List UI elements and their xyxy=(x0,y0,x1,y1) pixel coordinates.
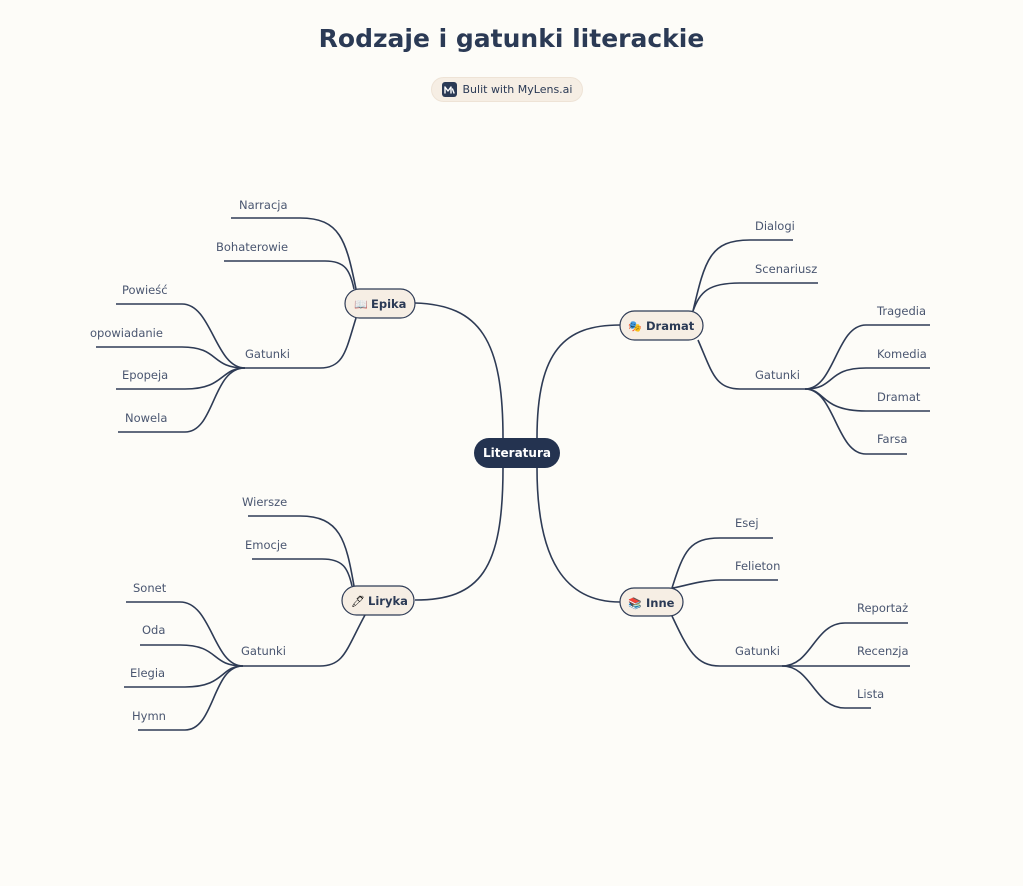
edge-center-dramat xyxy=(536,324,621,439)
leaf-reportaz: Reportaż xyxy=(857,601,908,615)
branch-label-liryka: Liryka xyxy=(368,594,408,608)
leaf-wiersze: Wiersze xyxy=(242,495,287,509)
center-label: Literatura xyxy=(483,446,551,460)
inne-edges xyxy=(671,537,910,709)
group-label-epika: Gatunki xyxy=(245,347,290,361)
leaf-narracja: Narracja xyxy=(239,198,288,212)
branch-label-dramat: Dramat xyxy=(646,319,695,333)
leaf-recenzja: Recenzja xyxy=(857,644,909,658)
leaf-scenariusz: Scenariusz xyxy=(755,262,817,276)
branch-node-dramat[interactable]: 🎭 Dramat xyxy=(619,310,704,341)
leaf-dramat: Dramat xyxy=(877,390,921,404)
branch-label-epika: Epika xyxy=(371,297,406,311)
leaf-hymn: Hymn xyxy=(132,709,166,723)
leaf-emocje: Emocje xyxy=(245,538,287,552)
page-title: Rodzaje i gatunki literackie xyxy=(318,24,705,53)
group-label-liryka: Gatunki xyxy=(241,644,286,658)
center-edges xyxy=(414,302,621,603)
mylens-logo-icon xyxy=(441,82,457,97)
leaf-felieton: Felieton xyxy=(735,559,780,573)
badge-label: Bulit with MyLens.ai xyxy=(462,83,573,96)
leaf-elegia: Elegia xyxy=(130,666,165,680)
books-icon: 📚 xyxy=(628,597,642,610)
branch-node-epika[interactable]: 📖 Epika xyxy=(344,288,416,319)
branch-node-liryka[interactable]: 🖊 Liryka xyxy=(341,585,415,616)
leaf-lista: Lista xyxy=(857,687,884,701)
leaf-farsa: Farsa xyxy=(877,432,907,446)
book-icon: 📖 xyxy=(354,298,368,311)
leaf-powiesc: Powieść xyxy=(122,283,168,297)
leaf-nowela: Nowela xyxy=(125,411,167,425)
leaf-dialogi: Dialogi xyxy=(755,219,795,233)
dramat-edges xyxy=(692,239,930,455)
edge-center-liryka xyxy=(414,467,504,601)
branch-label-inne: Inne xyxy=(646,596,675,610)
liryka-edges xyxy=(124,515,366,731)
theater-masks-icon: 🎭 xyxy=(628,320,642,333)
leaf-oda: Oda xyxy=(142,623,165,637)
leaf-opowiadanie: opowiadanie xyxy=(90,326,163,340)
edge-center-epika xyxy=(414,302,504,439)
leaf-bohaterowie: Bohaterowie xyxy=(216,240,288,254)
pen-icon: 🖊 xyxy=(351,595,365,608)
group-label-dramat: Gatunki xyxy=(755,368,800,382)
center-node[interactable]: Literatura xyxy=(474,438,560,468)
built-with-badge[interactable]: Bulit with MyLens.ai xyxy=(431,77,583,102)
leaf-esej: Esej xyxy=(735,516,759,530)
leaf-tragedia: Tragedia xyxy=(876,304,926,318)
edge-center-inne xyxy=(536,467,621,603)
epika-edges xyxy=(96,217,357,433)
group-label-inne: Gatunki xyxy=(735,644,780,658)
leaf-komedia: Komedia xyxy=(877,347,927,361)
leaf-epopeja: Epopeja xyxy=(122,368,168,382)
branch-node-inne[interactable]: 📚 Inne xyxy=(619,587,684,617)
leaf-sonet: Sonet xyxy=(133,581,167,595)
